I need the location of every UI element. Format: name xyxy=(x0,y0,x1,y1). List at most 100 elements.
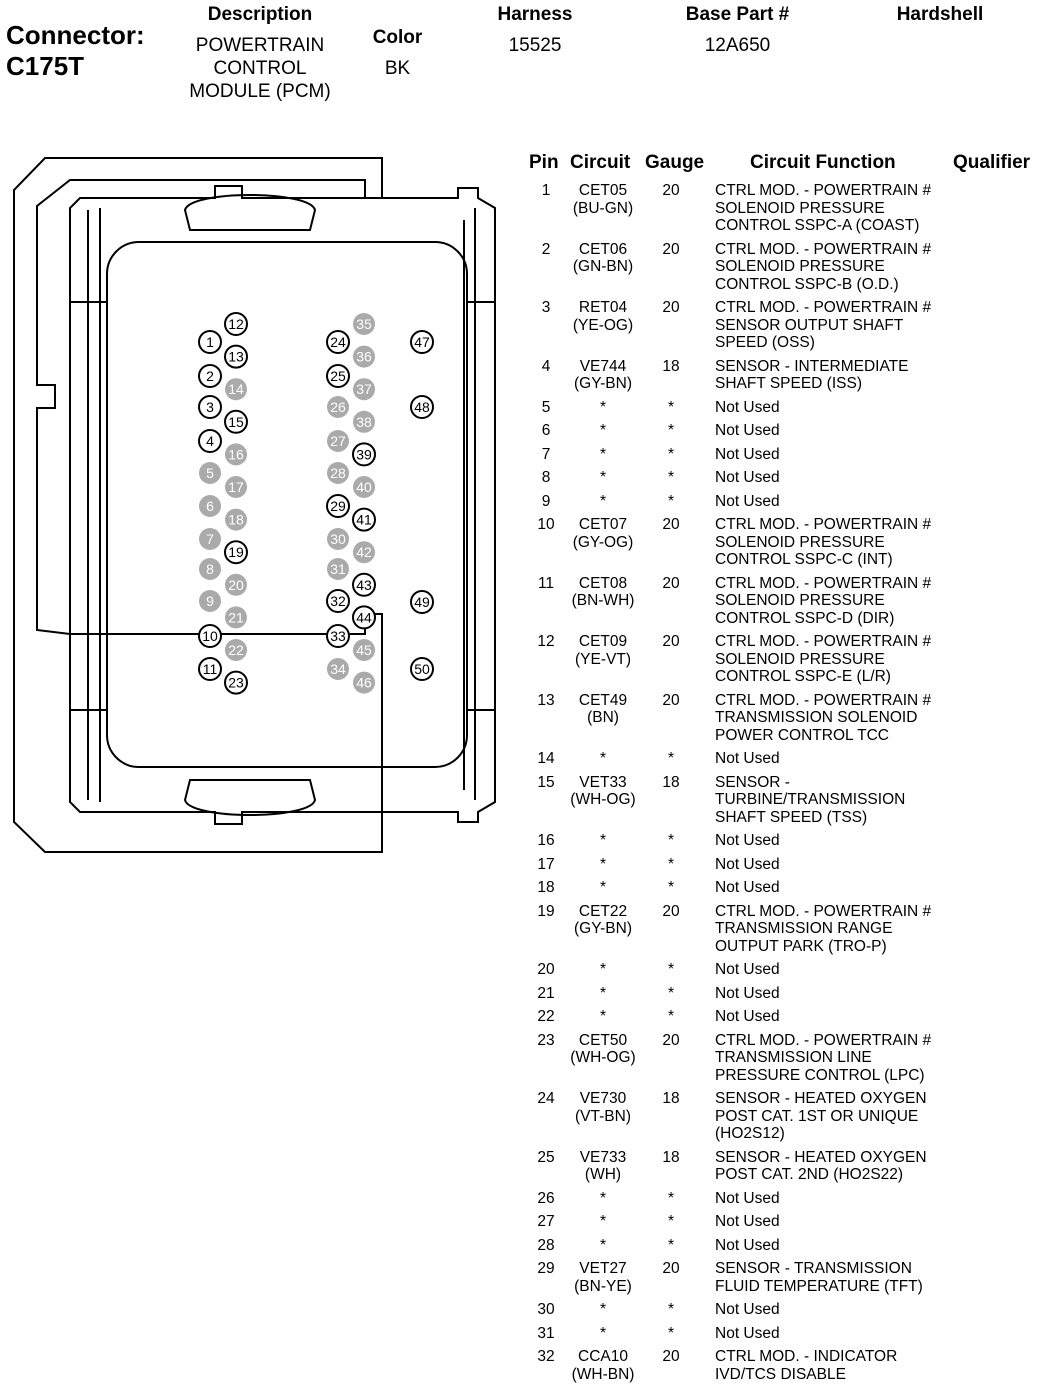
connector-pin-31: 31 xyxy=(327,558,349,580)
connector-pin-35: 35 xyxy=(353,313,375,335)
pin-cavity xyxy=(225,443,247,466)
pin-cavity xyxy=(224,540,248,565)
row-function: CTRL MOD. - POWERTRAIN # SOLENOID PRESSU… xyxy=(715,240,932,293)
pin-cavity xyxy=(353,378,375,401)
pin-number-label: 7 xyxy=(206,531,214,547)
row-gauge: * xyxy=(667,1236,675,1254)
row-function: Not Used xyxy=(715,1189,780,1207)
pin-number-label: 9 xyxy=(206,593,214,609)
connector-id: C175T xyxy=(6,51,85,81)
row-circuit: CET22 (GY-BN) xyxy=(574,902,632,938)
row-gauge: 20 xyxy=(662,574,680,592)
row-circuit: * xyxy=(599,422,607,439)
row-pin: 26 xyxy=(537,1189,555,1207)
connector-pin-17: 17 xyxy=(225,476,247,498)
connector-pin-10: 10 xyxy=(198,624,222,648)
connector-pin-47: 47 xyxy=(410,330,434,354)
row-gauge: 18 xyxy=(662,357,680,375)
connector-pin-36: 36 xyxy=(353,345,375,368)
pin-cavity xyxy=(353,671,375,694)
pin-cavity xyxy=(352,572,376,597)
connector-pin-1: 1 xyxy=(198,330,222,354)
pin-number-label: 29 xyxy=(330,498,346,514)
row-circuit: CET06 (GN-BN) xyxy=(572,240,634,276)
row-circuit: * xyxy=(599,1301,607,1318)
row-gauge: 18 xyxy=(662,773,680,791)
pin-number-label: 28 xyxy=(330,465,346,481)
pin-number-label: 39 xyxy=(356,446,372,462)
row-function: Not Used xyxy=(715,1324,780,1342)
pin-cavity xyxy=(326,589,350,613)
row-pin: 2 xyxy=(541,240,551,258)
pin-cavity xyxy=(326,364,350,388)
row-gauge: 18 xyxy=(662,1090,680,1107)
pin-number-label: 2 xyxy=(206,368,214,384)
row-circuit: * xyxy=(599,1189,607,1207)
pin-cavity xyxy=(410,657,434,681)
connector-label: Connector: xyxy=(6,20,145,50)
pin-number-label: 21 xyxy=(228,609,244,625)
table-row: 21**Not Used xyxy=(525,985,1040,1003)
row-circuit: * xyxy=(599,832,607,849)
row-circuit: CET09 (YE-VT) xyxy=(575,633,631,668)
row-circuit: * xyxy=(599,879,607,896)
connector-pin-33: 33 xyxy=(326,624,350,648)
pin-number-label: 18 xyxy=(228,512,244,528)
row-circuit: CET05 (BU-GN) xyxy=(572,182,634,217)
table-row: 6**Not Used xyxy=(525,422,1040,440)
connector-pin-2: 2 xyxy=(198,364,222,388)
col-header-function: Circuit Function xyxy=(750,152,896,173)
row-gauge: * xyxy=(667,750,675,767)
table-row: 14**Not Used xyxy=(525,750,1040,768)
row-pin: 24 xyxy=(537,1090,555,1107)
row-function: CTRL MOD. - POWERTRAIN # TRANSMISSION RA… xyxy=(715,902,932,955)
row-function: CTRL MOD. - POWERTRAIN # SOLENOID PRESSU… xyxy=(715,574,932,627)
connector-title: Connector: C175T xyxy=(6,20,145,82)
row-function: Not Used xyxy=(715,984,780,1002)
table-row: 26**Not Used xyxy=(525,1190,1040,1208)
pin-cavity xyxy=(353,410,375,433)
pin-number-label: 22 xyxy=(228,642,244,658)
row-circuit: * xyxy=(599,750,607,767)
row-function: Not Used xyxy=(715,750,780,767)
row-pin: 8 xyxy=(541,469,551,486)
connector-pin-23: 23 xyxy=(224,670,248,695)
row-pin: 16 xyxy=(537,832,555,849)
table-row: 7**Not Used xyxy=(525,446,1040,464)
pin-cavity xyxy=(326,624,350,648)
row-gauge: 20 xyxy=(662,1348,680,1365)
pin-cavity xyxy=(225,476,247,498)
pin-number-label: 35 xyxy=(356,316,372,332)
pin-number-label: 27 xyxy=(330,433,346,449)
row-circuit: * xyxy=(599,1324,607,1342)
connector-pin-41: 41 xyxy=(352,507,376,532)
row-circuit: CET08 (BN-WH) xyxy=(571,574,635,610)
pin-number-label: 33 xyxy=(330,628,346,644)
pin-cavity xyxy=(353,313,375,335)
pin-cavity xyxy=(199,528,221,550)
col-header-circuit: Circuit xyxy=(570,152,631,173)
row-circuit: * xyxy=(599,445,607,463)
row-function: Not Used xyxy=(715,961,780,978)
connector-pin-32: 32 xyxy=(326,589,350,613)
pin-number-label: 26 xyxy=(330,399,346,415)
connector-pin-8: 8 xyxy=(199,558,221,580)
connector-pin-6: 6 xyxy=(199,495,221,517)
row-function: CTRL MOD. - POWERTRAIN # SOLENOID PRESSU… xyxy=(715,633,932,685)
pin-number-label: 46 xyxy=(356,675,372,691)
pin-cavity xyxy=(199,558,221,580)
connector-pin-34: 34 xyxy=(327,658,349,680)
pin-number-label: 47 xyxy=(414,334,430,350)
connector-pin-4: 4 xyxy=(198,429,222,453)
row-pin: 20 xyxy=(537,961,555,978)
connector-pin-28: 28 xyxy=(327,462,349,484)
row-pin: 10 xyxy=(537,516,555,533)
pin-number-label: 25 xyxy=(330,368,346,384)
row-circuit: CET49 (BN) xyxy=(578,691,628,727)
row-circuit: RET04 (YE-OG) xyxy=(572,299,634,334)
pin-number-label: 49 xyxy=(414,594,430,610)
connector-pin-15: 15 xyxy=(224,409,248,434)
row-gauge: * xyxy=(667,879,675,896)
connector-pin-39: 39 xyxy=(352,442,376,467)
